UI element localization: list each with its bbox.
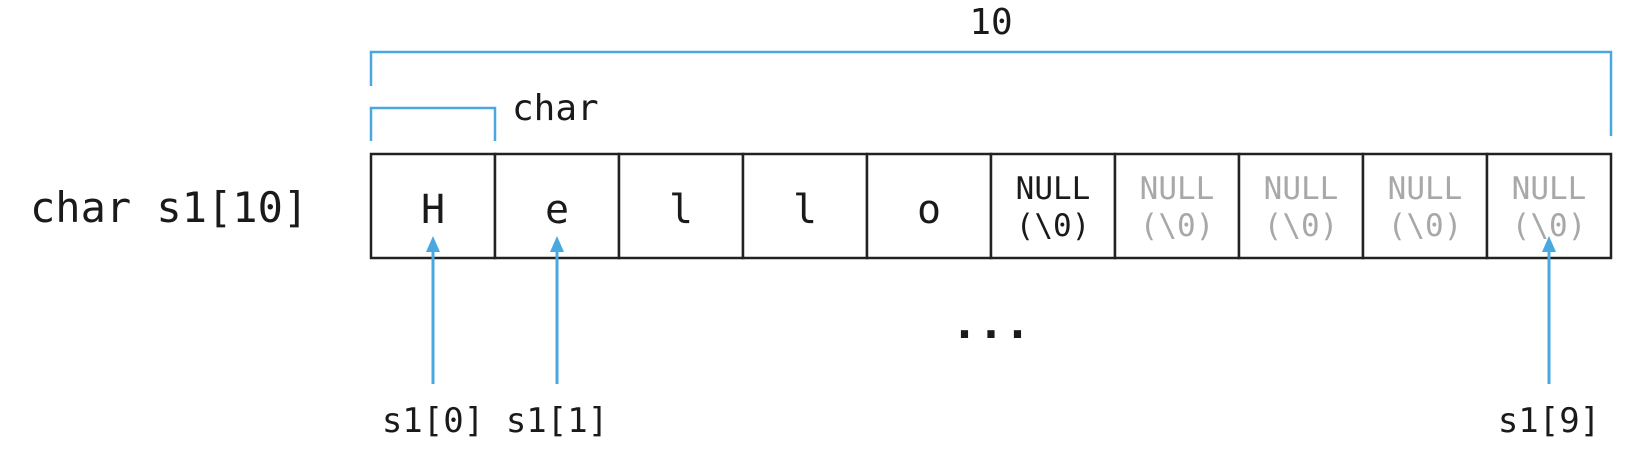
index-pointer-9: s1[9]	[1498, 236, 1600, 441]
array-cell-box	[1361, 152, 1489, 260]
array-cell-2: l	[617, 152, 745, 260]
array-cell-5: NULL(\0)	[989, 152, 1117, 260]
array-cell-box	[741, 152, 869, 260]
array-cell-value: l	[669, 187, 693, 233]
array-cell-value: l	[793, 187, 817, 233]
array-declaration: char s1[10]	[30, 183, 308, 232]
array-cell-box	[989, 152, 1117, 260]
element-size-bracket	[369, 106, 497, 141]
total-size-bracket	[369, 50, 1613, 136]
arrow-up-icon	[426, 236, 440, 252]
array-cell-value: o	[917, 187, 941, 233]
array-cell-escape: (\0)	[1140, 208, 1215, 244]
index-pointer-1: s1[1]	[506, 236, 608, 441]
array-cell-escape: (\0)	[1264, 208, 1339, 244]
total-size-label: 10	[969, 2, 1012, 43]
array-cell-box	[865, 152, 993, 260]
array-cell-value: e	[545, 187, 569, 233]
array-cell-3: l	[741, 152, 869, 260]
index-label: s1[0]	[382, 401, 484, 441]
arrow-up-icon	[550, 236, 564, 252]
array-cell-box	[1113, 152, 1241, 260]
array-cell-6: NULL(\0)	[1113, 152, 1241, 260]
element-type-label: char	[512, 88, 599, 129]
index-label: s1[9]	[1498, 401, 1600, 441]
array-cell-value: NULL	[1512, 171, 1587, 207]
array-cell-value: NULL	[1016, 171, 1091, 207]
index-pointer-0: s1[0]	[382, 236, 484, 441]
ellipsis: ...	[951, 298, 1030, 349]
array-cell-box	[1237, 152, 1365, 260]
arrow-up-icon	[1542, 236, 1556, 252]
array-cell-8: NULL(\0)	[1361, 152, 1489, 260]
array-cell-escape: (\0)	[1388, 208, 1463, 244]
array-cell-4: o	[865, 152, 993, 260]
array-cell-value: NULL	[1264, 171, 1339, 207]
index-pointers: s1[0] s1[1] s1[9]	[382, 236, 1600, 441]
array-cell-value: NULL	[1140, 171, 1215, 207]
array-cell-escape: (\0)	[1016, 208, 1091, 244]
array-cell-value: NULL	[1388, 171, 1463, 207]
array-cell-7: NULL(\0)	[1237, 152, 1365, 260]
array-cell-box	[617, 152, 745, 260]
index-label: s1[1]	[506, 401, 608, 441]
array-cell-value: H	[421, 187, 445, 233]
